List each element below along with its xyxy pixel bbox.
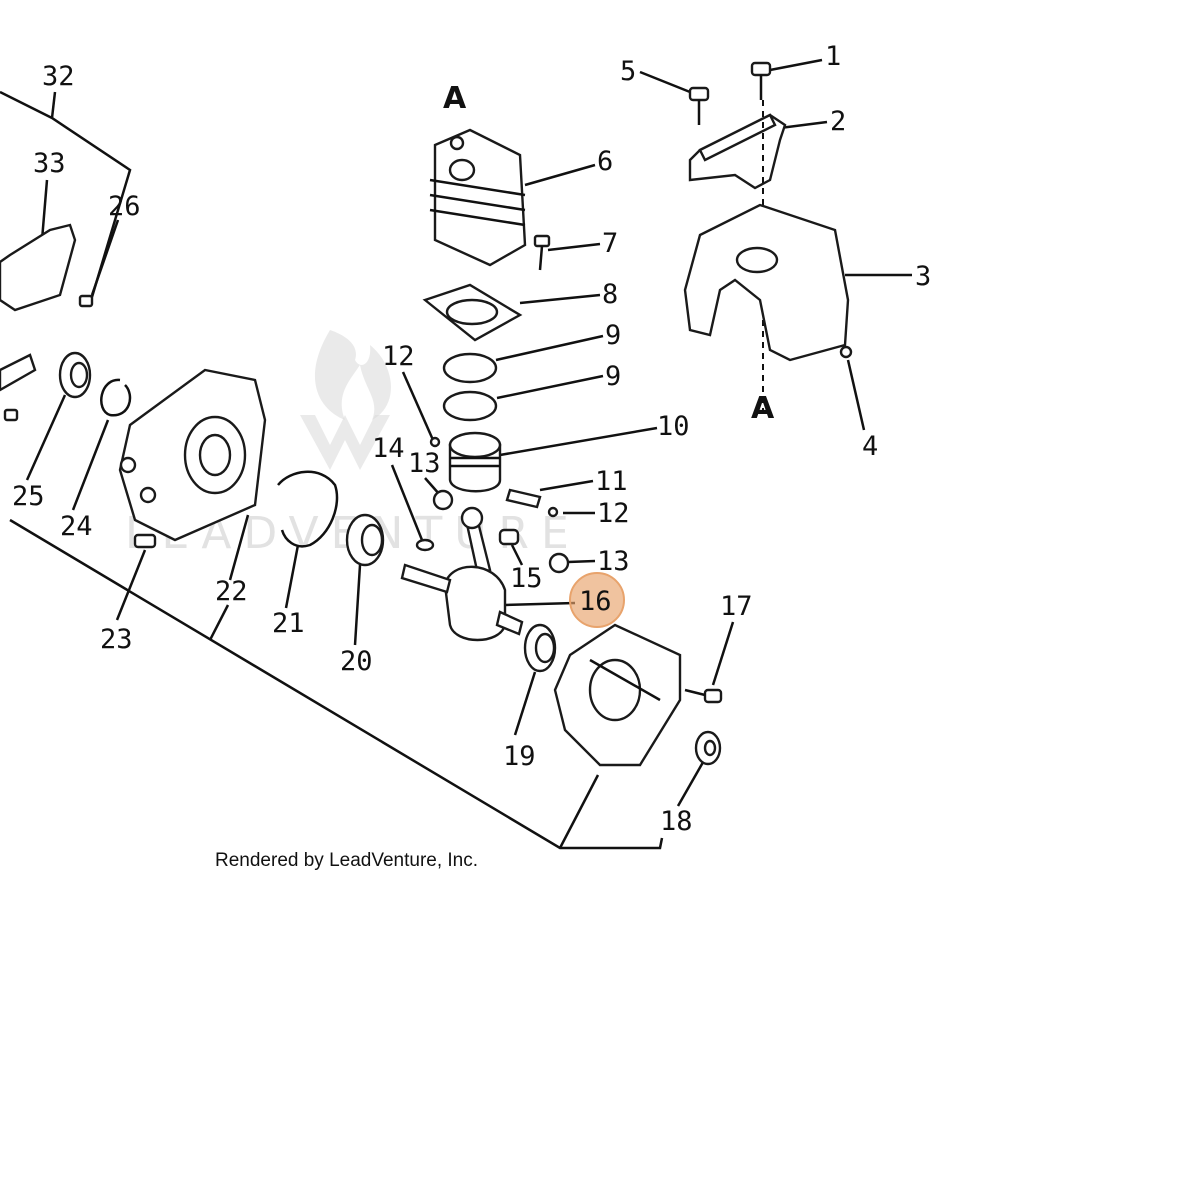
part-bearing-13b [548,552,570,574]
callout-14[interactable]: 14 [372,433,405,464]
callout-17[interactable]: 17 [720,591,753,622]
part-bolt-5 [688,86,710,125]
part-bearing-20 [345,513,385,567]
part-cover-3 [683,203,853,362]
part-key-14 [415,538,435,552]
part-bearing-19 [523,623,557,673]
highlight-callout-16[interactable] [569,572,625,628]
part-gasket-21 [277,470,339,548]
callout-20[interactable]: 20 [340,646,373,677]
part-edge-bolt [3,408,19,422]
callout-26[interactable]: 26 [108,191,141,222]
callout-18[interactable]: 18 [660,806,693,837]
callout-24[interactable]: 24 [60,511,93,542]
callout-6[interactable]: 6 [597,146,613,177]
part-crankcase-left [118,368,267,549]
callout-9b[interactable]: 9 [605,361,621,392]
label-A-top: A [443,81,467,116]
part-bolt-7 [533,234,551,271]
callout-21[interactable]: 21 [272,608,305,639]
part-bearing-13a [432,489,454,511]
callout-5[interactable]: 5 [620,56,636,87]
callout-19[interactable]: 19 [503,741,536,772]
callout-10[interactable]: 10 [657,411,690,442]
callout-7[interactable]: 7 [602,228,618,259]
callout-2[interactable]: 2 [830,106,846,137]
part-screw-26 [78,294,94,308]
part-bracket-2 [688,113,787,190]
part-gasket-8 [422,283,523,342]
callout-labels: 1 2 3 4 5 6 7 8 9 9 10 11 12 12 13 13 14… [12,41,931,837]
callout-1[interactable]: 1 [825,41,841,72]
callout-22[interactable]: 22 [215,576,248,607]
credit-text: Rendered by LeadVenture, Inc. [215,850,478,871]
callout-12b[interactable]: 12 [597,498,630,529]
part-bolt-1 [750,61,772,100]
part-circlip-24 [100,378,132,417]
part-needle-bearing-15 [498,528,520,546]
part-plate-33 [0,223,77,312]
part-crankshaft-16 [400,506,524,642]
part-ring-9a [442,352,498,384]
callout-3[interactable]: 3 [915,261,931,292]
part-seal-18 [694,730,722,766]
callout-25[interactable]: 25 [12,481,45,512]
callout-13a[interactable]: 13 [408,448,441,479]
callout-4[interactable]: 4 [862,431,878,462]
callout-13b[interactable]: 13 [597,546,630,577]
callout-11[interactable]: 11 [595,466,628,497]
callout-8[interactable]: 8 [602,279,618,310]
part-crankcase-right [553,623,682,767]
callout-15[interactable]: 15 [510,563,543,594]
part-clip-12b [547,506,559,518]
part-clip-12a [429,436,441,448]
leader-lines [0,58,912,850]
callout-16[interactable]: 16 [579,586,612,617]
callout-23[interactable]: 23 [100,624,133,655]
part-cylinder-6 [429,128,527,267]
label-A-bottom: A [751,391,775,426]
part-ring-9b [442,390,498,422]
callout-32[interactable]: 32 [42,61,75,92]
part-seal-25 [58,351,92,399]
callout-9a[interactable]: 9 [605,320,621,351]
part-piston-10 [448,431,502,493]
callout-33[interactable]: 33 [33,148,66,179]
part-edge-fragment [0,353,37,392]
callout-12a[interactable]: 12 [382,341,415,372]
part-bolt-17 [684,688,723,704]
part-pin-11 [505,488,542,509]
